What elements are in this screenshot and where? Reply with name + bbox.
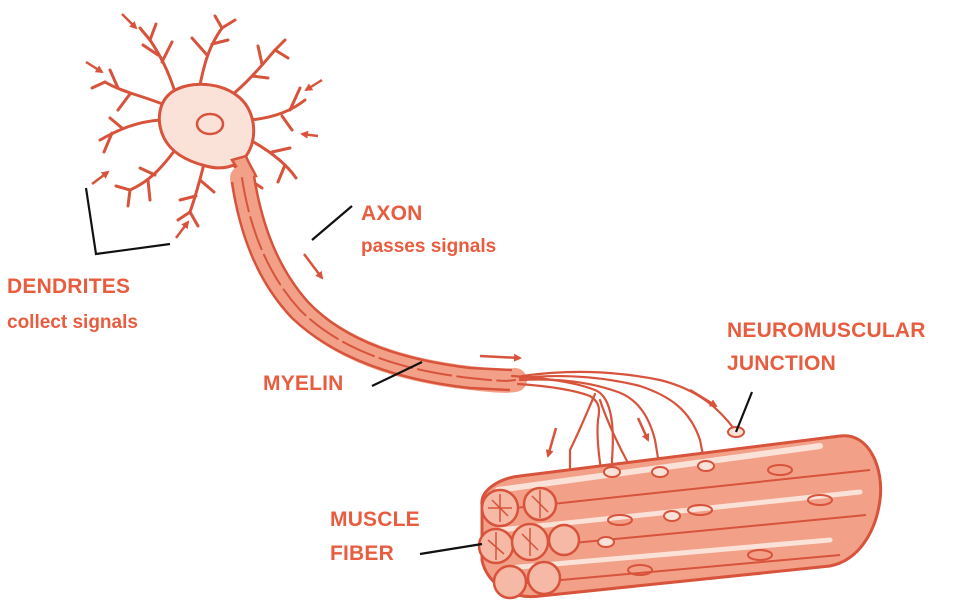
neuron-cell-body-icon <box>159 84 256 178</box>
muscle-fiber-bundle-icon <box>479 427 881 598</box>
muscle-fiber-label-line2: FIBER <box>330 543 394 564</box>
neuromuscular-junction-label-line2: JUNCTION <box>727 353 836 374</box>
neuromuscular-junction-leader-line <box>736 392 752 432</box>
muscle-fiber-label-line1: MUSCLE <box>330 509 420 530</box>
neuromuscular-junction-label-line1: NEUROMUSCULAR <box>727 320 926 341</box>
muscle-fiber-leader-line <box>420 544 482 554</box>
signal-direction-arrow-icon <box>86 14 716 456</box>
axon-leader-line <box>312 206 352 240</box>
dendrites-label: DENDRITES <box>7 276 130 297</box>
myelin-label: MYELIN <box>263 373 344 394</box>
axon-label: AXON <box>361 203 422 224</box>
dendrites-description: collect signals <box>7 313 138 332</box>
axon-description: passes signals <box>361 237 496 256</box>
